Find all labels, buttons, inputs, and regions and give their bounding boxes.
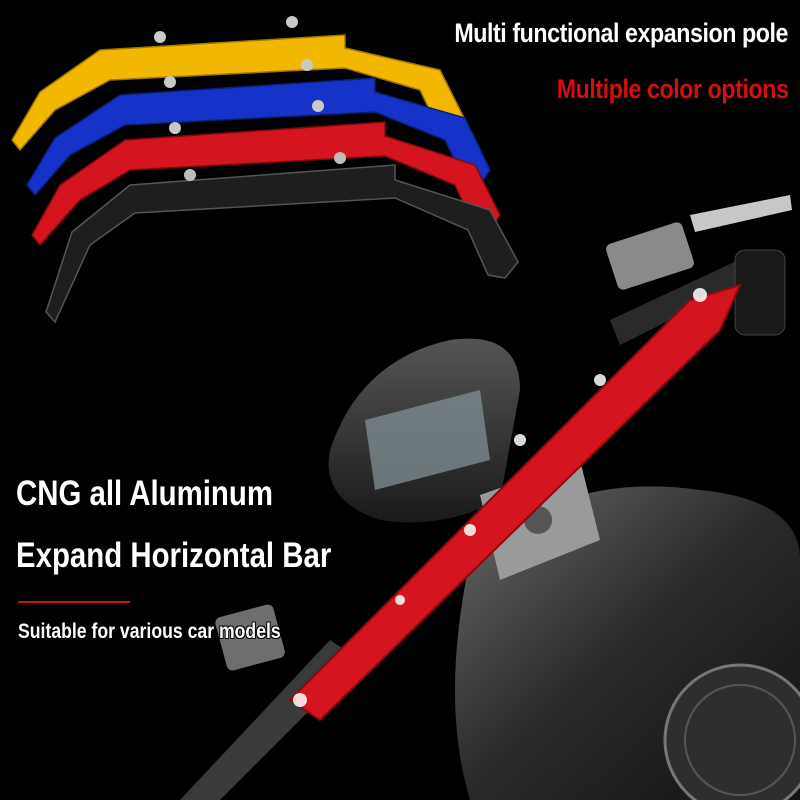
headline: Multi functional expansion pole <box>454 18 788 48</box>
compatibility-caption: Suitable for various car models <box>18 620 281 643</box>
color-variant-gold <box>11 16 466 152</box>
brake-lever <box>690 195 792 232</box>
product-title-line1: CNG all Aluminum <box>16 474 274 513</box>
divider-line <box>18 601 130 603</box>
color-variant-blue <box>26 59 491 197</box>
handlebar-right <box>610 250 770 345</box>
fuel-cap <box>663 663 800 800</box>
subheadline: Multiple color options <box>556 74 788 104</box>
product-title-line2: Expand Horizontal Bar <box>16 536 332 575</box>
color-variant-red <box>31 100 501 247</box>
gauge-screen <box>365 390 490 490</box>
brake-reservoir-right <box>606 222 694 290</box>
brake-reservoir-left <box>215 604 285 671</box>
installed-red-bar <box>288 283 742 722</box>
color-variant-black <box>45 152 519 324</box>
switch-housing <box>734 249 786 336</box>
motorcycle-photo <box>180 195 800 800</box>
